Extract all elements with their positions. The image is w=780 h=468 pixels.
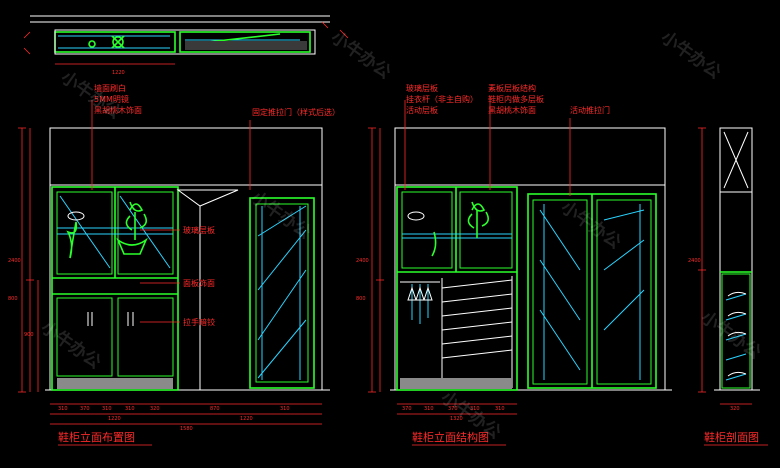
dim-total-right: 1220 [240,416,253,422]
dim-bottom: 310 [495,406,505,412]
dim-bottom: 310 [58,406,68,412]
plant-decor-icon [467,201,490,238]
note-hanger-rod: 挂衣杆（非主自购） [406,94,478,104]
dim-bottom: 310 [125,406,135,412]
watermark-text: 小牛办公 [327,27,395,83]
dim-left-side: 900 [24,332,34,338]
watermark-text: 小牛办公 [247,187,315,243]
panel-title-layout: 鞋柜立面布置图 [58,430,135,444]
plant-plan-icon [111,35,125,49]
note-board-structure: 素板层板结构 [488,83,536,93]
dim-total-left: 1220 [108,416,121,422]
top-dim-label: 1220 [112,70,125,76]
panel-title-section: 鞋柜剖面图 [704,430,759,444]
shoe-section-icons [725,291,747,381]
dim-grand-total: 1580 [180,426,193,432]
dim-bottom: 310 [102,406,112,412]
note-wall-paint: 墙面刷白 [94,83,126,93]
watermark-text: 小牛办公 [657,27,725,83]
dim-bottom: 310 [470,406,480,412]
dim-bottom: 320 [730,406,740,412]
dim-bottom: 310 [424,406,434,412]
note-base-panel: 面板饰面 [183,278,215,288]
umbrella-hanger-icon [400,281,440,324]
watermark-text: 小牛办公 [37,317,105,373]
watermark-text: 小牛办公 [697,307,765,363]
top-section-plan: 1220 [23,15,349,76]
plant-decor-icon [116,201,148,255]
note-sliding-door: 固定推拉门（样式后选） [252,107,340,117]
elevation-structure-panel: 玻璃层板 挂衣杆（非主自购） 活动层板 素板层板结构 鞋柜内做多层板 黑胡桃木饰… [356,83,672,446]
note-handle: 拉手暗铰 [183,317,215,327]
note-multilayer-board: 鞋柜内做多层板 [488,94,544,104]
dim-bottom: 870 [210,406,220,412]
note-walnut-veneer: 黑胡桃木饰面 [488,105,536,115]
dim-left-side: 2400 [356,258,369,264]
note-walnut-veneer: 黑胡桃木饰面 [94,105,142,115]
hatched-wall-fill [185,41,307,50]
panel-title-structure: 鞋柜立面结构图 [412,430,489,444]
elevation-layout-panel: 墙面刷白 5MM明镜 黑胡桃木饰面 固定推拉门（样式后选） 玻璃层板 面板饰面 … [8,83,340,446]
dim-bottom: 370 [402,406,412,412]
dim-bottom: 320 [150,406,160,412]
note-glass-shelf: 玻璃层板 [406,83,438,93]
watermark-text: 小牛办公 [557,197,625,253]
dim-bottom: 310 [280,406,290,412]
shoe-shelf-stack [441,276,513,388]
dim-total: 1320 [450,416,463,422]
dim-left-side: 2400 [8,258,21,264]
dim-bottom: 370 [80,406,90,412]
dim-left-side: 800 [8,296,18,302]
note-mirror: 5MM明镜 [94,94,129,104]
dim-bottom: 370 [448,406,458,412]
vase-plan-icon [88,40,96,48]
sculpture-decor-icon [407,211,437,257]
dim-left-side: 2400 [688,258,701,264]
note-movable-sliding-door: 活动推拉门 [570,105,610,115]
section-panel: 320 2400 鞋柜剖面图 [688,127,768,446]
note-glass-shelf: 玻璃层板 [183,225,215,235]
sculpture-decor-icon [66,211,85,259]
note-movable-shelf: 活动层板 [406,105,438,115]
dim-left-side: 800 [356,296,366,302]
